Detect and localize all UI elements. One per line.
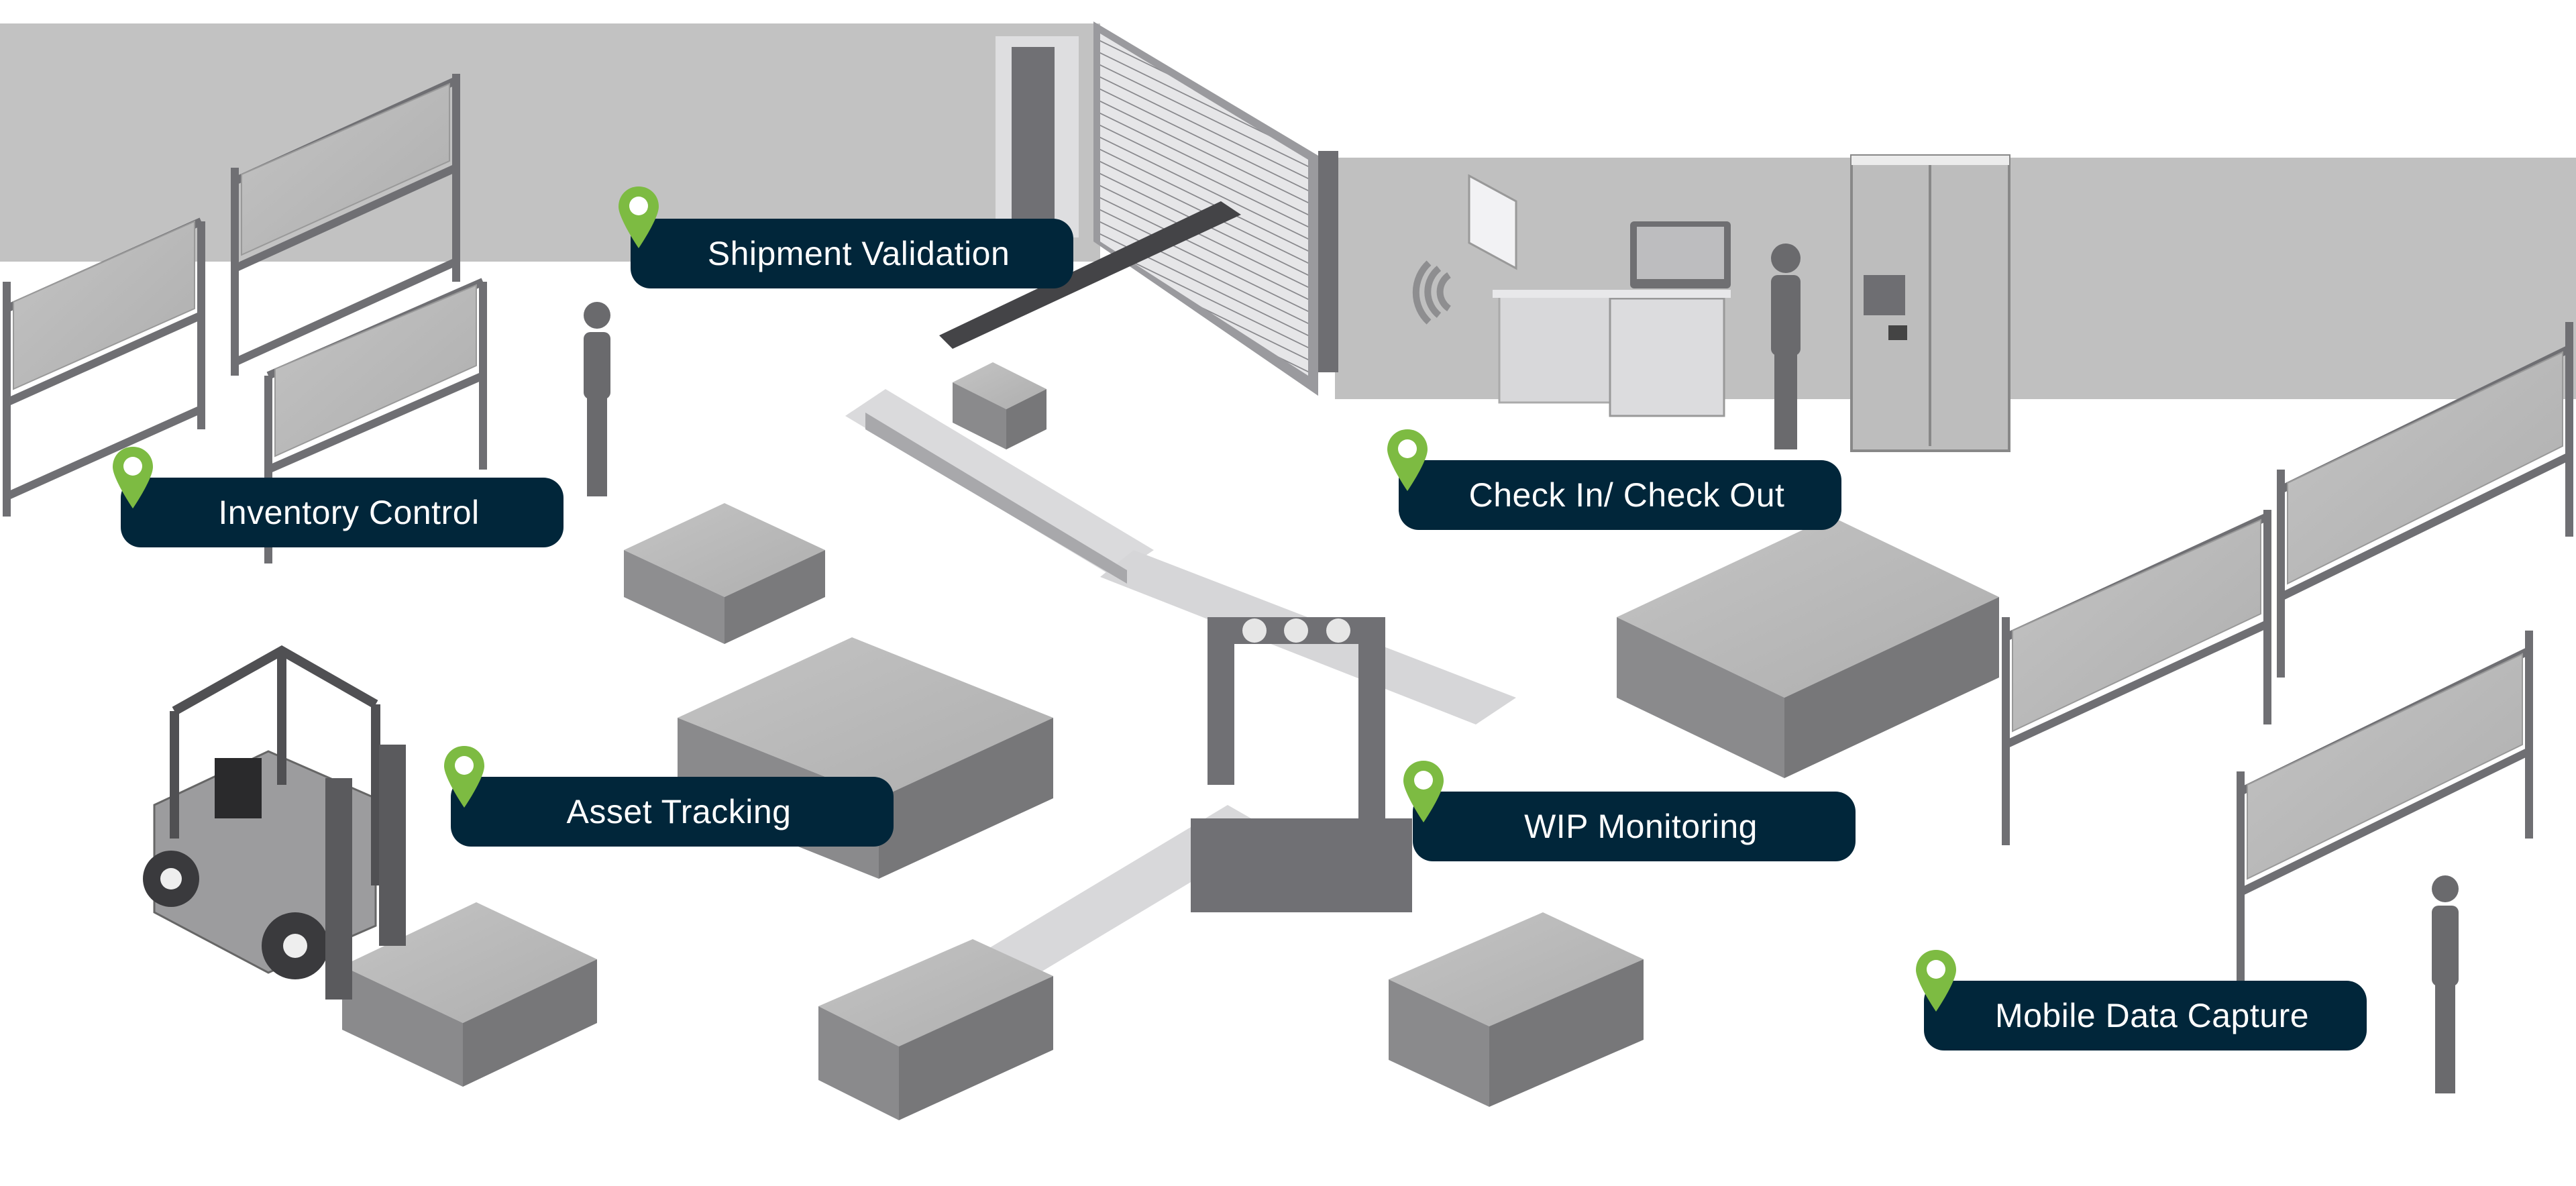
- hotspot-label: Asset Tracking: [566, 793, 792, 830]
- hotspot-label: Inventory Control: [218, 494, 480, 531]
- scanning-gate: [1191, 617, 1412, 912]
- hotspot-shipment-validation[interactable]: Shipment Validation: [631, 219, 1073, 288]
- rfid-reader-device: [1412, 174, 1517, 325]
- hotspot-inventory-control[interactable]: Inventory Control: [121, 478, 564, 547]
- hotspot-label: Check In/ Check Out: [1468, 476, 1785, 514]
- hotspot-label: Mobile Data Capture: [1994, 997, 2310, 1034]
- hotspot-label: Shipment Validation: [707, 235, 1010, 272]
- rack-boxes: [13, 83, 2563, 880]
- desk-with-monitor: [1493, 221, 1731, 417]
- hotspot-wip-monitoring[interactable]: WIP Monitoring: [1413, 792, 1856, 861]
- door: [996, 36, 1079, 237]
- hotspot-check-in-check-out[interactable]: Check In/ Check Out: [1399, 460, 1841, 530]
- hotspot-asset-tracking[interactable]: Asset Tracking: [451, 777, 894, 847]
- forklift: [143, 645, 406, 1000]
- hotspot-mobile-data-capture[interactable]: Mobile Data Capture: [1924, 981, 2367, 1050]
- worker-figure: [584, 244, 2459, 1093]
- smart-locker: [1850, 154, 2010, 452]
- hotspot-label: WIP Monitoring: [1524, 808, 1758, 845]
